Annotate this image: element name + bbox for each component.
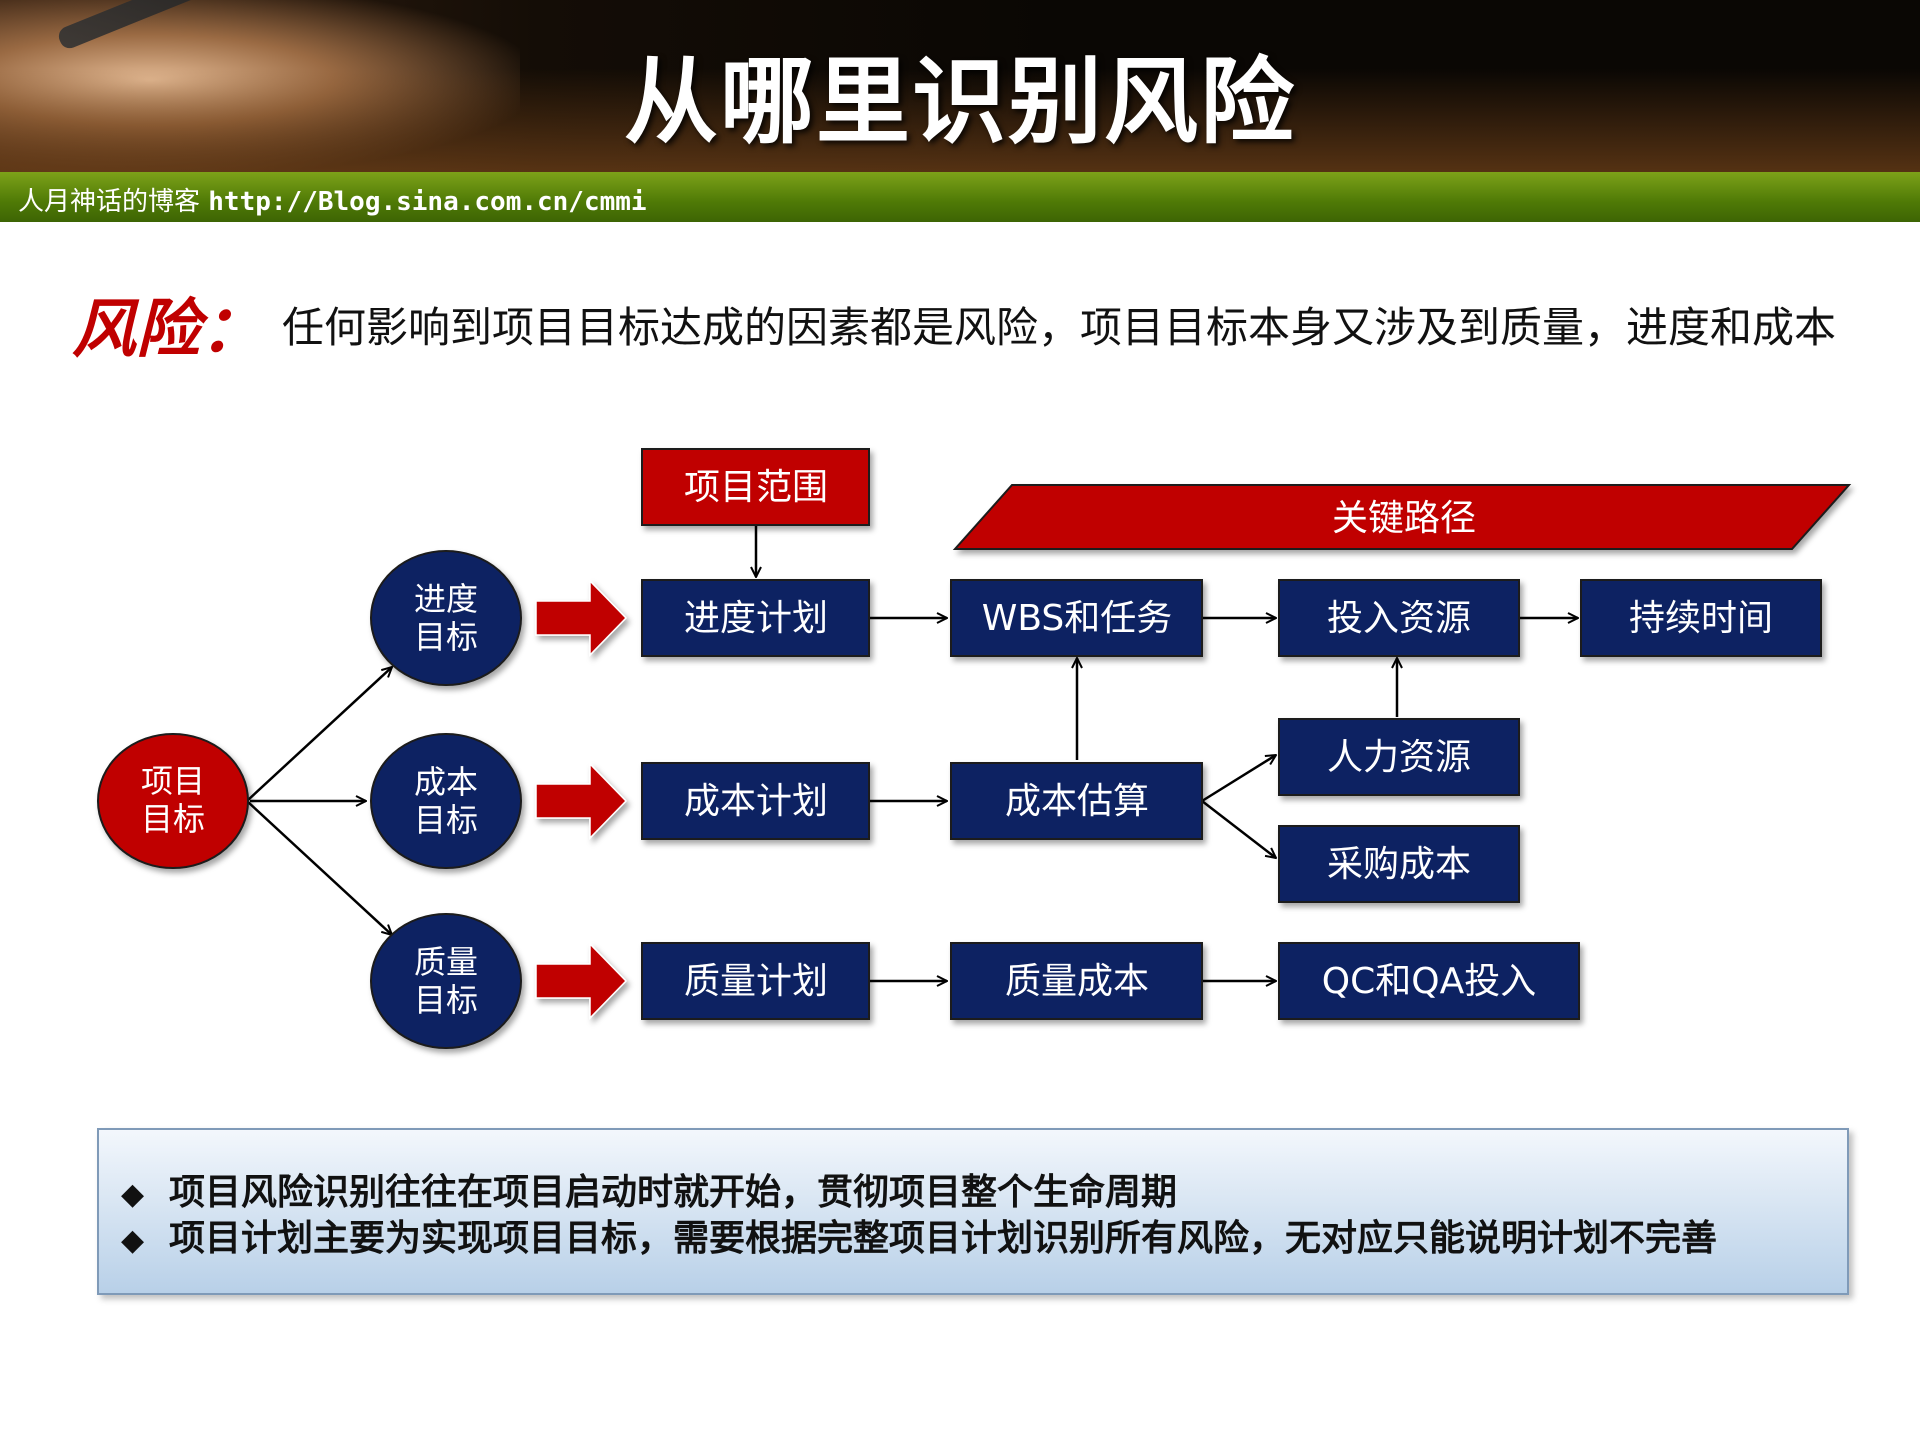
cost-goal-line2: 目标 [414,801,478,839]
title-banner: 从哪里识别风险 [0,0,1920,172]
qc-qa-input-label: QC和QA投入 [1322,961,1536,1002]
node-schedule-goal [370,550,522,686]
node-cost-plan [641,762,870,840]
risk-label: 风险： [72,293,264,367]
quality-plan-label: 质量计划 [684,961,828,1002]
project-goal-line1: 项目 [141,762,205,800]
wbs-tasks-label: WBS和任务 [982,598,1173,639]
block-arrow-quality [535,942,628,1020]
blog-url: http://Blog.sina.com.cn/cmmi [208,187,647,217]
schedule-goal-line1: 进度 [414,580,478,618]
cost-goal-line1: 成本 [414,763,478,801]
node-resource-input [1278,579,1520,657]
resource-input-label: 投入资源 [1327,598,1471,639]
arrow-root-to-quality-goal [247,801,392,935]
node-duration [1580,579,1822,657]
critical-path-banner [952,484,1852,550]
summary-item: ◆ 项目计划主要为实现项目目标，需要根据完整项目计划识别所有风险，无对应只能说明计… [121,1216,1847,1262]
summary-text-1: 项目风险识别往往在项目启动时就开始，贯彻项目整个生命周期 [169,1172,1178,1213]
connector-lines [247,525,1578,981]
cost-estimate-label: 成本估算 [1005,781,1149,822]
node-schedule-plan [641,579,870,657]
summary-box: ◆ 项目风险识别往往在项目启动时就开始，贯彻项目整个生命周期 ◆ 项目计划主要为实现… [97,1128,1849,1295]
block-arrow-cost [535,762,628,840]
node-qc-qa-input [1278,942,1580,1020]
duration-label: 持续时间 [1629,598,1773,639]
bullet-diamond-icon: ◆ [121,1177,145,1212]
summary-item: ◆ 项目风险识别往往在项目启动时就开始，贯彻项目整个生命周期 [121,1170,1847,1216]
quality-cost-label: 质量成本 [1005,961,1149,1002]
project-goal-line2: 目标 [141,800,205,838]
blog-bar: 人月神话的博客 http://Blog.sina.com.cn/cmmi [0,172,1920,222]
node-quality-cost [950,942,1203,1020]
blog-caption: 人月神话的博客 http://Blog.sina.com.cn/cmmi [18,181,647,218]
node-cost-estimate [950,762,1203,840]
block-arrow-schedule [535,579,628,657]
blog-name: 人月神话的博客 [18,187,201,217]
slide-title: 从哪里识别风险 [623,48,1296,157]
schedule-plan-label: 进度计划 [684,598,828,639]
arrow-estimate-to-human [1201,755,1276,803]
quality-goal-line1: 质量 [414,943,478,981]
cost-plan-label: 成本计划 [684,781,828,822]
node-procurement-cost [1278,825,1520,903]
node-cost-goal [370,733,522,869]
goal-circles [370,550,522,1049]
critical-path-label: 关键路径 [1332,498,1476,539]
human-resources-label: 人力资源 [1327,737,1471,778]
node-quality-plan [641,942,870,1020]
arrow-root-to-schedule-goal [247,667,392,801]
node-project-scope [641,448,870,526]
process-boxes [641,579,1822,1020]
goal-block-arrows [535,579,628,1020]
risk-definition-text: 任何影响到项目目标达成的因素都是风险，项目目标本身又涉及到质量，进度和成本 [282,302,1837,352]
node-human-resources [1278,718,1520,796]
node-quality-goal [370,913,522,1049]
risk-definition: 风险： 任何影响到项目目标达成的因素都是风险，项目目标本身又涉及到质量，进度和成本 [72,278,1872,367]
schedule-goal-line2: 目标 [414,618,478,656]
arrow-estimate-to-procurement [1201,800,1276,858]
node-wbs-tasks [950,579,1203,657]
quality-goal-line2: 目标 [414,981,478,1019]
procurement-cost-label: 采购成本 [1327,844,1471,885]
bullet-diamond-icon: ◆ [121,1223,145,1258]
project-scope-label: 项目范围 [684,467,828,508]
node-project-goal [97,733,249,869]
risk-flow-diagram: 项目 目标 进度 目标 成本 目标 质量 目标 项目范围 关键路径 进度计划 W… [97,448,1852,1049]
summary-text-2: 项目计划主要为实现项目目标，需要根据完整项目计划识别所有风险，无对应只能说明计划… [169,1218,1718,1259]
